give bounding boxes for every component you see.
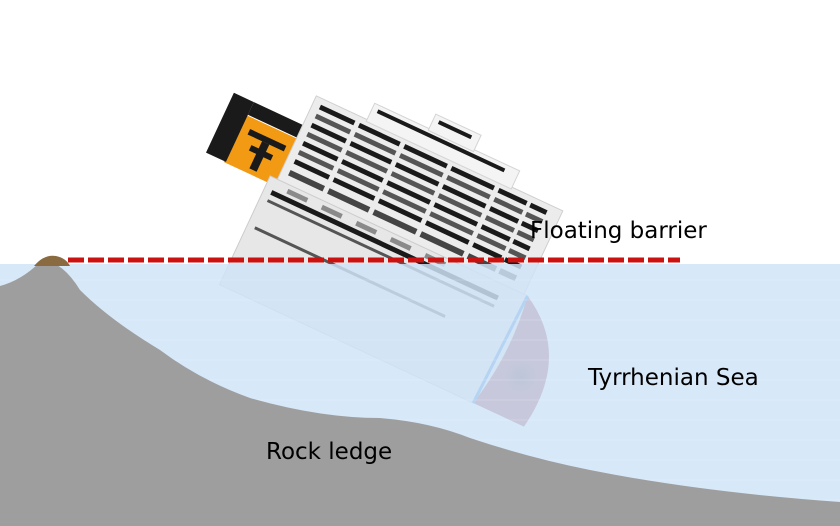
rock-ledge-icon bbox=[0, 261, 840, 526]
islet-icon bbox=[34, 255, 70, 266]
rock-ledge-label: Rock ledge bbox=[266, 439, 393, 465]
ship-funnel-icon bbox=[205, 92, 307, 188]
floating-barrier-label: Floating barrier bbox=[530, 218, 707, 244]
sea-label: Tyrrhenian Sea bbox=[588, 365, 759, 391]
